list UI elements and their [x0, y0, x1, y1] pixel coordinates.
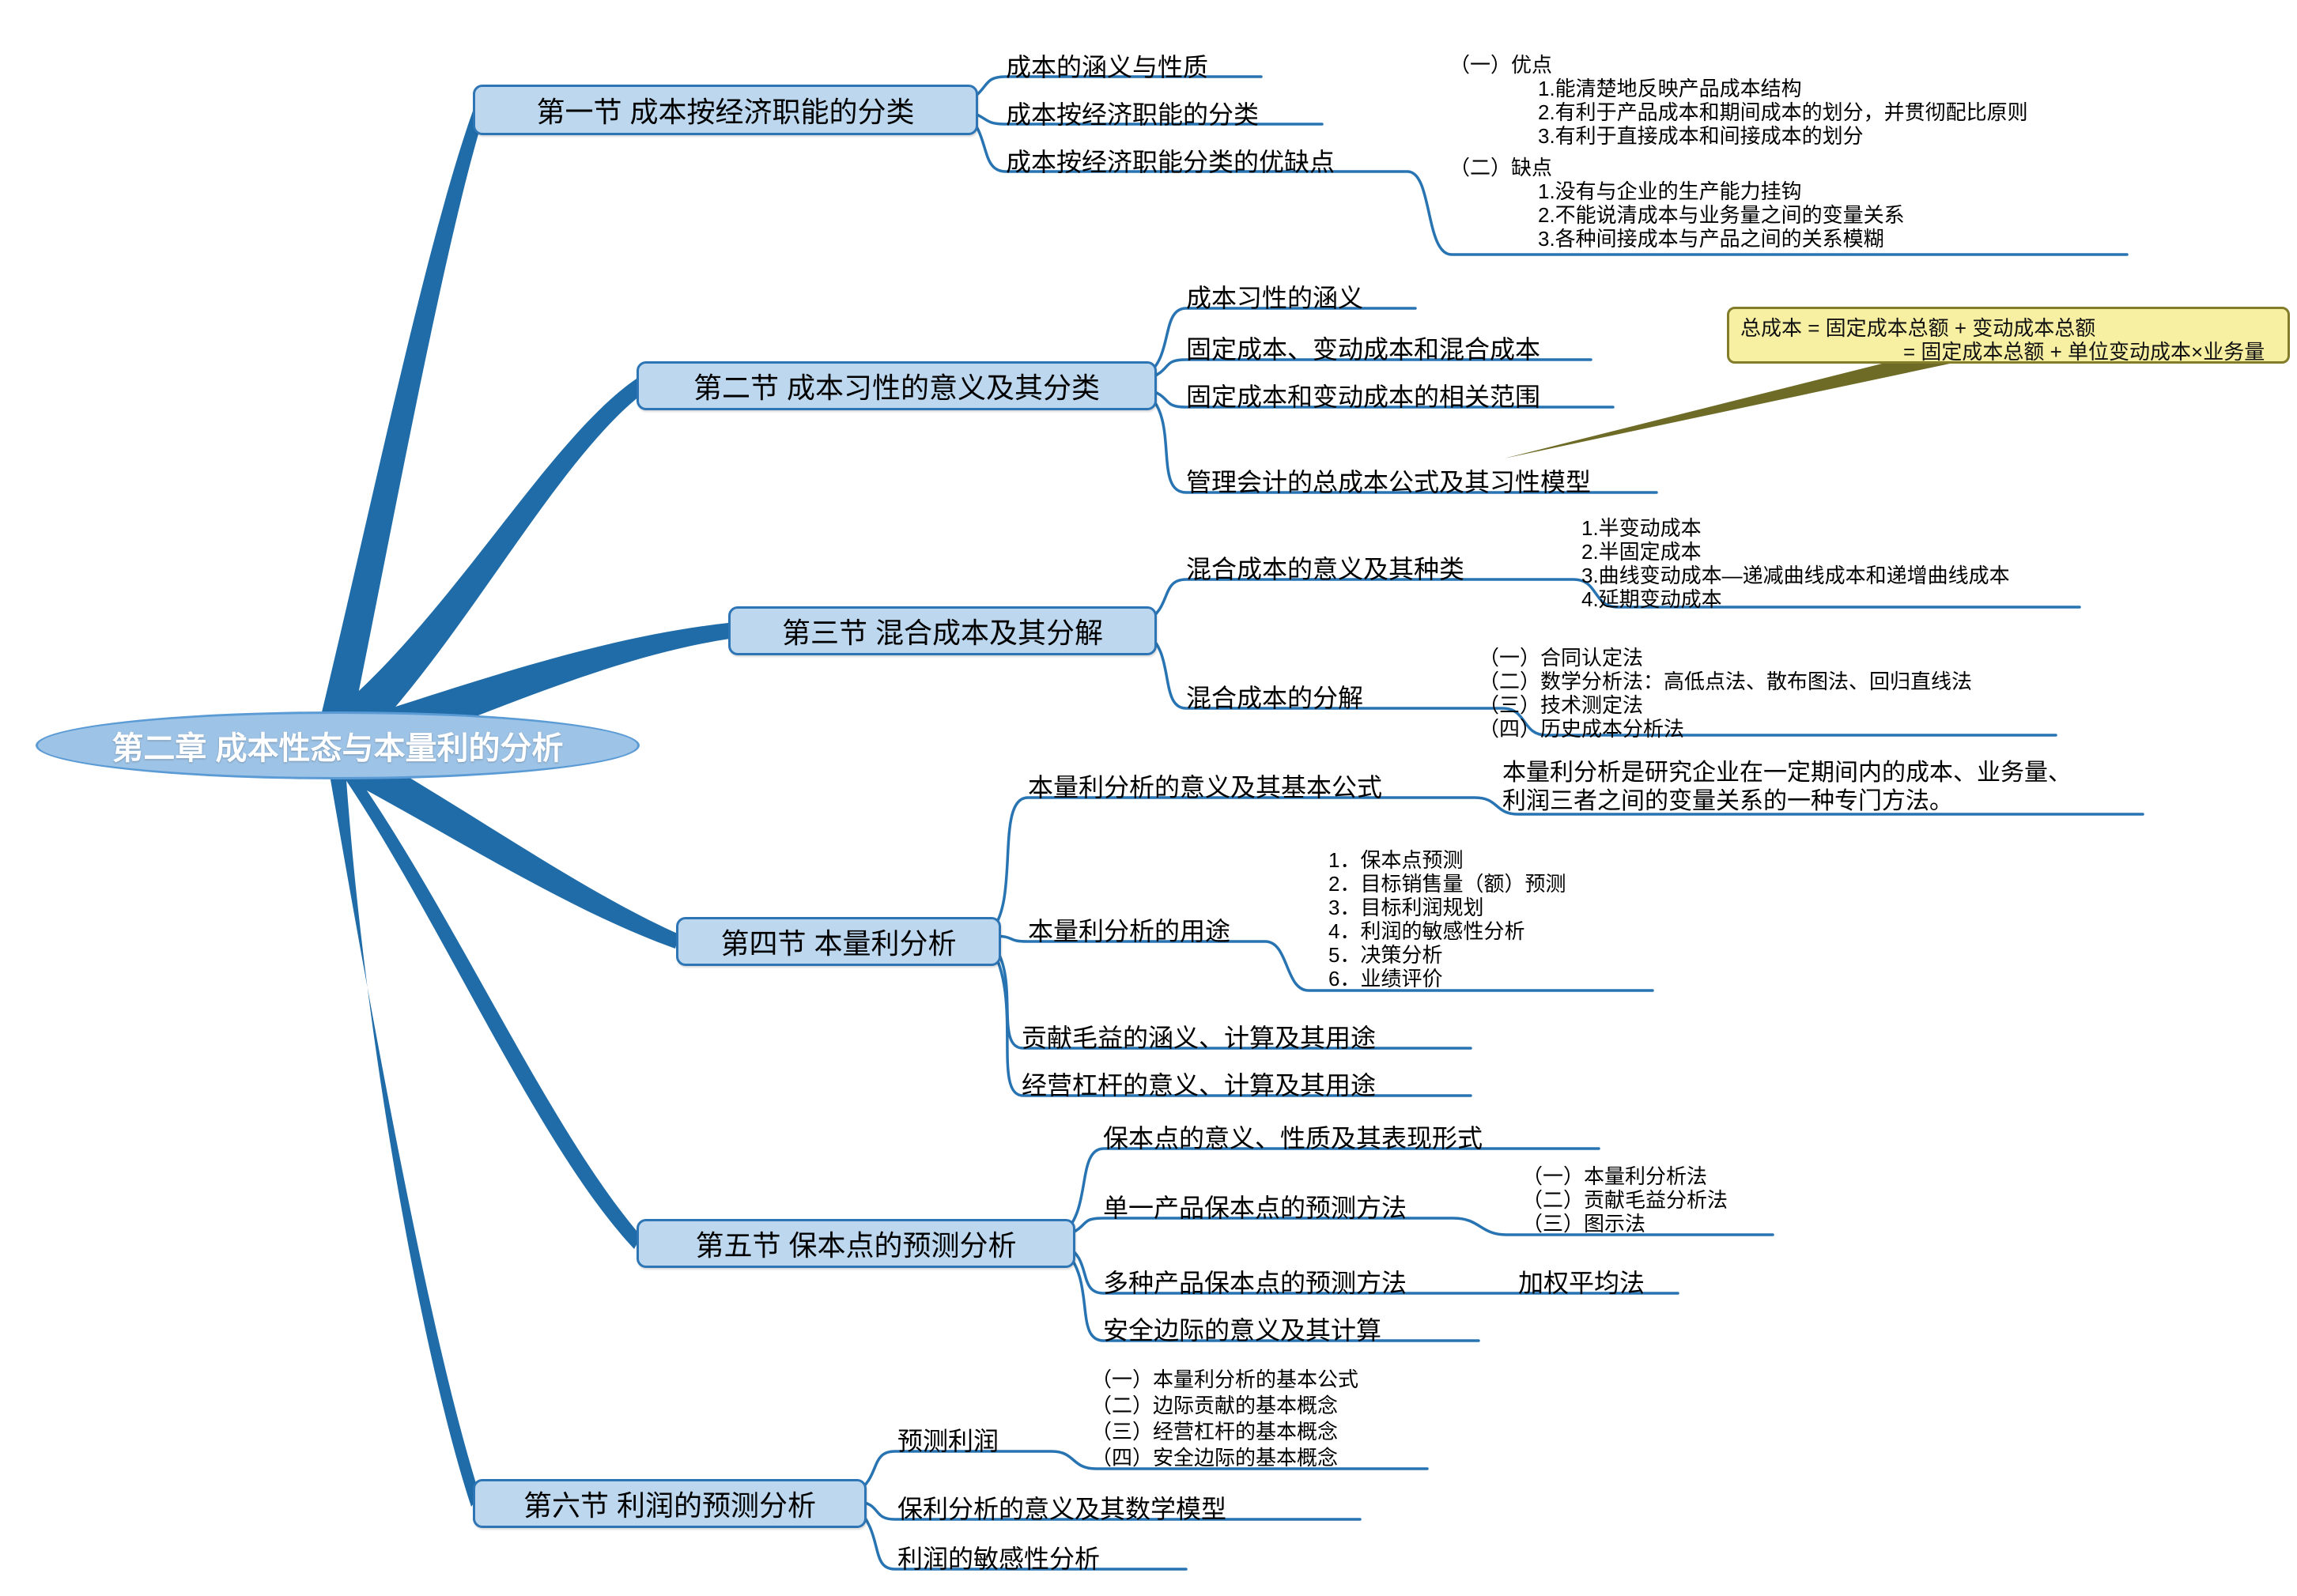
- connector-s5-c1: [1063, 1217, 1774, 1238]
- topic-section-4[interactable]: 第四节 本量利分析: [676, 917, 1001, 966]
- node-s4-uses[interactable]: 本量利分析的用途: [1028, 917, 1231, 945]
- node-s3-decompose[interactable]: 混合成本的分解: [1186, 684, 1364, 712]
- node-s1-pros-cons[interactable]: 成本按经济职能分类的优缺点: [1006, 148, 1336, 176]
- topic-section-1[interactable]: 第一节 成本按经济职能的分类: [473, 85, 978, 135]
- cons-item-3: 3.各种间接成本与产品之间的关系模糊: [1538, 227, 1884, 251]
- connector-s6-c0: [855, 1450, 1429, 1494]
- connector-s3-c0: [1145, 578, 2081, 623]
- cvp-note-line-1: 本量利分析是研究企业在一定期间内的成本、业务量、: [1502, 760, 2072, 786]
- node-s1-classify[interactable]: 成本按经济职能的分类: [1006, 100, 1260, 129]
- single-method-2: （二）贡献毛益分析法: [1522, 1188, 1728, 1212]
- cons-item-1: 1.没有与企业的生产能力挂钩: [1538, 179, 1802, 203]
- node-s5-weighted-avg[interactable]: 加权平均法: [1518, 1269, 1645, 1297]
- node-s2-range[interactable]: 固定成本和变动成本的相关范围: [1186, 383, 1541, 411]
- node-s5-bep-meaning[interactable]: 保本点的意义、性质及其表现形式: [1103, 1124, 1483, 1153]
- node-s6-sensitivity[interactable]: 利润的敏感性分析: [897, 1545, 1101, 1573]
- formula-callout[interactable]: 总成本 = 固定成本总额 + 变动成本总额 = 固定成本总额 + 单位变动成本×…: [1727, 307, 2290, 364]
- node-s2-types[interactable]: 固定成本、变动成本和混合成本: [1186, 335, 1541, 364]
- topic-section-5[interactable]: 第五节 保本点的预测分析: [637, 1219, 1075, 1268]
- decompose-method-2: （二）数学分析法：高低点法、散布图法、回归直线法: [1479, 670, 1973, 693]
- branch-section-4: [331, 732, 679, 949]
- connector-s4-c1: [989, 934, 1654, 992]
- central-topic[interactable]: 第二章 成本性态与本量利的分析: [36, 711, 640, 779]
- use-item-4: 4．利润的敏感性分析: [1328, 919, 1525, 943]
- connector-s2-c3: [1145, 392, 1658, 494]
- node-s5-safety-margin[interactable]: 安全边际的意义及其计算: [1103, 1316, 1382, 1345]
- branch-section-1: [321, 104, 484, 753]
- pros-head: （一）优点: [1449, 53, 1553, 77]
- use-item-6: 6．业绩评价: [1328, 967, 1443, 990]
- formula-line-1: 总成本 = 固定成本总额 + 变动成本总额: [1740, 316, 2096, 340]
- node-s4-meaning[interactable]: 本量利分析的意义及其基本公式: [1028, 773, 1383, 802]
- forecast-item-3: （三）经营杠杆的基本概念: [1091, 1420, 1339, 1443]
- formula-line-2: = 固定成本总额 + 单位变动成本×业务量: [1903, 340, 2265, 364]
- topic-section-2[interactable]: 第二节 成本习性的意义及其分类: [637, 361, 1157, 410]
- use-item-5: 5．决策分析: [1328, 943, 1443, 967]
- connector-s4-c0: [989, 796, 2144, 933]
- main-branches: [321, 104, 730, 1507]
- connector-s1-c2: [966, 114, 2129, 256]
- cons-head: （二）缺点: [1449, 156, 1553, 179]
- connector-s5-c3: [1063, 1249, 1480, 1342]
- decompose-method-4: （四）历史成本分析法: [1479, 717, 1685, 741]
- use-item-3: 3．目标利润规划: [1328, 896, 1484, 919]
- node-s4-contribution[interactable]: 贡献毛益的涵义、计算及其用途: [1022, 1024, 1377, 1052]
- node-s5-single-product[interactable]: 单一产品保本点的预测方法: [1103, 1194, 1407, 1222]
- cvp-note-line-2: 利润三者之间的变量关系的一种专门方法。: [1502, 788, 1953, 814]
- topic-section-6[interactable]: 第六节 利润的预测分析: [473, 1479, 867, 1528]
- callout-pointer: [1504, 360, 1950, 458]
- pros-item-3: 3.有利于直接成本和间接成本的划分: [1538, 124, 1864, 148]
- pros-item-2: 2.有利于产品成本和期间成本的划分，并贯彻配比原则: [1538, 100, 2028, 124]
- forecast-item-1: （一）本量利分析的基本公式: [1091, 1368, 1359, 1391]
- connector-s4-c3: [989, 945, 1472, 1097]
- single-method-3: （三）图示法: [1522, 1212, 1646, 1236]
- mixed-type-3: 3.曲线变动成本—递减曲线成本和递增曲线成本: [1581, 564, 2010, 587]
- single-method-1: （一）本量利分析法: [1522, 1164, 1708, 1188]
- pros-item-1: 1.能清楚地反映产品成本结构: [1538, 77, 1802, 100]
- node-s5-multi-product[interactable]: 多种产品保本点的预测方法: [1103, 1269, 1407, 1297]
- branch-section-6: [323, 734, 480, 1507]
- node-s6-target-profit[interactable]: 保利分析的意义及其数学模型: [897, 1495, 1227, 1523]
- node-connectors: [855, 75, 2144, 1571]
- decompose-method-1: （一）合同认定法: [1479, 646, 1644, 670]
- mixed-type-2: 2.半固定成本: [1581, 540, 1702, 564]
- decompose-method-3: （三）技术测定法: [1479, 693, 1644, 717]
- connector-s5-c0: [1063, 1147, 1600, 1233]
- branch-section-2: [324, 379, 644, 764]
- node-s2-meaning[interactable]: 成本习性的涵义: [1186, 284, 1364, 312]
- node-s4-leverage[interactable]: 经营杠杆的意义、计算及其用途: [1022, 1071, 1377, 1100]
- forecast-item-4: （四）安全边际的基本概念: [1091, 1446, 1339, 1470]
- forecast-item-2: （二）边际贡献的基本概念: [1091, 1394, 1339, 1417]
- connector-s3-c1: [1145, 632, 2057, 737]
- node-s2-formula[interactable]: 管理会计的总成本公式及其习性模型: [1186, 468, 1592, 496]
- mixed-type-4: 4.延期变动成本: [1581, 587, 1722, 611]
- cons-item-2: 2.不能说清成本与业务量之间的变量关系: [1538, 203, 1905, 227]
- mixed-type-1: 1.半变动成本: [1581, 516, 1702, 540]
- use-item-2: 2．目标销售量（额）预测: [1328, 872, 1566, 896]
- use-item-1: 1．保本点预测: [1328, 848, 1464, 872]
- node-s1-meaning[interactable]: 成本的涵义与性质: [1006, 53, 1209, 81]
- topic-section-3[interactable]: 第三节 混合成本及其分解: [728, 606, 1157, 655]
- node-s3-mixed-types[interactable]: 混合成本的意义及其种类: [1186, 555, 1465, 583]
- branch-section-5: [327, 735, 641, 1249]
- node-s6-forecast-profit[interactable]: 预测利润: [897, 1427, 999, 1455]
